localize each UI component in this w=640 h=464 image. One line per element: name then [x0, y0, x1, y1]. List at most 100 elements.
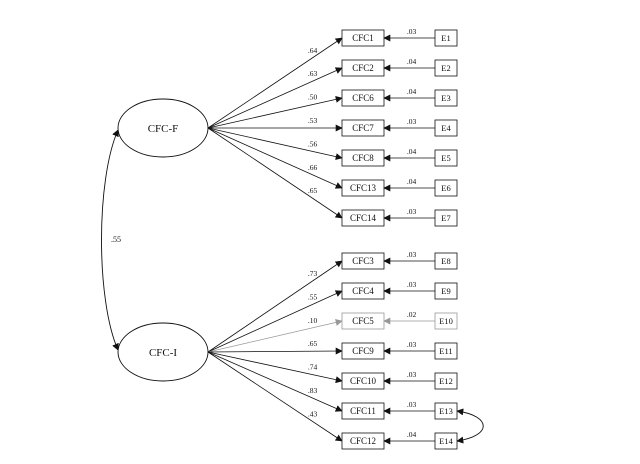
- loading-arrow: [207, 290, 343, 353]
- loading-label: .53: [308, 116, 318, 125]
- error-weight-label: .03: [407, 280, 417, 289]
- error-weight-label: .03: [407, 27, 417, 36]
- loading-arrow: [207, 127, 343, 189]
- error-label: E6: [441, 183, 450, 193]
- error-label: E11: [439, 346, 452, 356]
- error-label: E13: [439, 406, 453, 416]
- error-box: [434, 432, 458, 450]
- error-box: [434, 372, 458, 390]
- loading-label: .10: [308, 316, 318, 325]
- loading-label: .64: [308, 46, 318, 55]
- factor-correlation-label: .55: [111, 235, 121, 244]
- error-box: [434, 209, 458, 227]
- indicator-label: CFC3: [352, 256, 374, 266]
- loading-arrow: [207, 67, 343, 129]
- indicator-label: CFC13: [350, 183, 377, 193]
- error-box: [434, 252, 458, 270]
- loading-label: .83: [308, 386, 318, 395]
- factor-cfc-f: CFC-F: [117, 98, 209, 158]
- error-weight-label: .04: [407, 430, 417, 439]
- error-label: E7: [441, 213, 450, 223]
- error-correlation-arrow: [456, 408, 484, 444]
- error-weight-label: .03: [407, 400, 417, 409]
- factor-label: CFC-F: [148, 123, 179, 135]
- indicator-label: CFC6: [352, 93, 374, 103]
- error-weight-label: .03: [407, 250, 417, 259]
- indicator-label: CFC1: [352, 33, 374, 43]
- loading-label: .73: [308, 269, 318, 278]
- error-weight-label: .02: [407, 310, 417, 319]
- indicator-label: CFC5: [352, 316, 374, 326]
- error-box: [434, 312, 458, 330]
- loading-label: .66: [308, 163, 318, 172]
- error-box: [434, 282, 458, 300]
- loading-arrow: [207, 127, 343, 161]
- indicator-label: CFC10: [350, 376, 377, 386]
- loading-arrow: [207, 37, 343, 129]
- indicator-label: CFC11: [350, 406, 376, 416]
- loading-label: .55: [308, 292, 318, 301]
- loading-arrow: [207, 319, 343, 353]
- error-box: [434, 179, 458, 197]
- factor-cfc-i: CFC-I: [117, 322, 209, 382]
- loading-arrow: [207, 351, 343, 442]
- error-weight-label: .03: [407, 207, 417, 216]
- loading-label: .43: [308, 409, 318, 418]
- loading-label: .65: [308, 186, 318, 195]
- error-label: E1: [441, 33, 450, 43]
- error-label: E5: [441, 153, 450, 163]
- loading-label: .63: [308, 69, 318, 78]
- error-weight-label: .04: [407, 147, 417, 156]
- loading-label: .74: [308, 363, 318, 372]
- error-box: [434, 149, 458, 167]
- indicator-label: CFC8: [352, 153, 374, 163]
- loading-arrow: [207, 260, 343, 353]
- error-weight-label: .04: [407, 87, 417, 96]
- error-weight-label: .04: [407, 177, 417, 186]
- error-label: E8: [441, 256, 450, 266]
- error-label: E9: [441, 286, 450, 296]
- loading-arrow: [207, 95, 343, 129]
- error-weight-label: .04: [407, 57, 417, 66]
- indicator-label: CFC4: [352, 286, 374, 296]
- error-box: [434, 59, 458, 77]
- loading-arrow: [207, 351, 343, 412]
- indicator-label: CFC14: [350, 213, 377, 223]
- factor-label: CFC-I: [149, 347, 177, 359]
- error-label: E4: [441, 123, 451, 133]
- error-weight-label: .03: [407, 340, 417, 349]
- indicator-label: CFC2: [352, 63, 374, 73]
- error-label: E14: [439, 436, 453, 446]
- error-label: E12: [439, 376, 453, 386]
- loading-label: .56: [308, 139, 318, 148]
- loading-arrow: [207, 127, 343, 219]
- error-box: [434, 119, 458, 137]
- indicator-label: CFC9: [352, 346, 374, 356]
- indicator-label: CFC7: [352, 123, 374, 133]
- loading-label: .65: [308, 339, 318, 348]
- factor-correlation-arrow: [101, 129, 119, 351]
- error-box: [434, 402, 458, 420]
- error-label: E3: [441, 93, 450, 103]
- error-label: E2: [441, 63, 450, 73]
- loading-label: .50: [308, 93, 318, 102]
- error-weight-label: .03: [407, 117, 417, 126]
- loading-arrow: [207, 347, 343, 355]
- error-label: E10: [439, 316, 453, 326]
